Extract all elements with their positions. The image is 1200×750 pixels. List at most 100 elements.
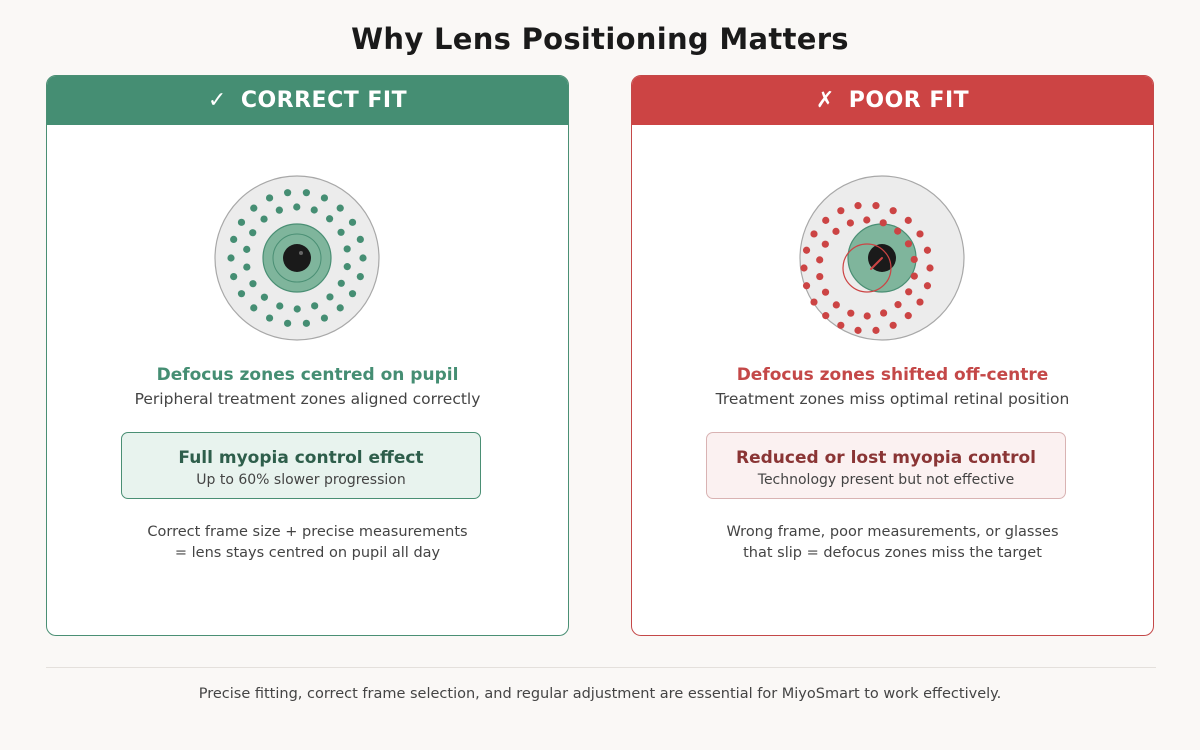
defocus-dot-rings: [227, 189, 367, 327]
defocus-dot: [800, 264, 808, 272]
poor-result-title: Reduced or lost myopia control: [736, 448, 1036, 468]
centred-lens-eye-diagram: [214, 175, 380, 341]
poor-note-line: that slip = defocus zones miss the targe…: [743, 545, 1042, 561]
defocus-dot: [230, 272, 238, 281]
defocus-dot: [837, 207, 845, 215]
defocus-dot: [356, 272, 364, 281]
correct-zone-subtitle: Peripheral treatment zones aligned corre…: [134, 390, 481, 408]
defocus-dot: [275, 206, 283, 214]
defocus-dot: [802, 246, 811, 254]
correct-note-line: Correct frame size + precise measurement…: [147, 524, 468, 540]
defocus-dot: [260, 215, 268, 223]
defocus-dot: [916, 298, 924, 306]
defocus-dot: [810, 298, 818, 306]
poor-note: Wrong frame, poor measurements, or glass…: [632, 522, 1153, 564]
defocus-dot: [348, 290, 357, 298]
poor-result-subtitle: Technology present but not effective: [757, 472, 1015, 488]
defocus-dot: [889, 321, 897, 329]
defocus-dot: [284, 189, 292, 197]
defocus-dot: [923, 246, 932, 254]
correct-fit-panel: ✓ CORRECT FIT Defocus zones centred on pu…: [46, 75, 569, 636]
defocus-dot: [302, 189, 310, 197]
defocus-dot: [926, 264, 934, 272]
cross-icon: ✗: [815, 88, 835, 113]
defocus-dot: [923, 282, 932, 290]
defocus-dot: [904, 312, 912, 320]
poor-fit-panel: ✗ POOR FIT Defocus zones shifted off-cent…: [631, 75, 1154, 636]
defocus-dot: [879, 219, 887, 227]
defocus-dot: [243, 245, 251, 253]
pupil: [283, 244, 311, 272]
defocus-dot: [293, 203, 301, 211]
correct-zone-title: Defocus zones centred on pupil: [156, 365, 459, 385]
footer-note: Precise fitting, correct frame selection…: [198, 686, 1002, 702]
shifted-clear-zone-ring: [842, 243, 892, 293]
page-title: Why Lens Positioning Matters: [351, 22, 849, 56]
defocus-dot: [310, 206, 318, 214]
correct-result-subtitle: Up to 60% slower progression: [196, 472, 406, 488]
defocus-dot: [863, 216, 871, 224]
defocus-dot: [837, 321, 845, 329]
defocus-dot: [265, 194, 274, 202]
defocus-dot: [816, 256, 824, 264]
defocus-dot: [832, 301, 840, 309]
defocus-dot: [337, 279, 345, 287]
correct-result-title: Full myopia control effect: [178, 448, 424, 468]
shifted-defocus-dot-rings: [800, 202, 934, 334]
defocus-dot: [230, 235, 238, 244]
poor-note-line: Wrong frame, poor measurements, or glass…: [726, 524, 1059, 540]
correct-fit-header-label: CORRECT FIT: [240, 88, 408, 113]
defocus-dot: [320, 314, 329, 322]
defocus-dot: [816, 272, 824, 281]
poor-result-box: Reduced or lost myopia control Technolog…: [706, 432, 1066, 499]
poor-fit-header: ✗ POOR FIT: [632, 76, 1153, 125]
defocus-dot: [284, 319, 292, 327]
defocus-dot: [822, 312, 830, 320]
defocus-dot: [904, 216, 912, 224]
defocus-dot: [905, 288, 913, 296]
poor-zone-subtitle: Treatment zones miss optimal retinal pos…: [715, 390, 1070, 408]
defocus-dot: [872, 326, 880, 334]
defocus-dot: [821, 288, 830, 296]
defocus-dot: [854, 326, 862, 334]
defocus-dot: [336, 204, 344, 212]
defocus-dot: [916, 230, 924, 238]
defocus-dot: [880, 309, 888, 317]
defocus-dot: [249, 229, 257, 237]
defocus-dot: [821, 240, 829, 248]
defocus-dot: [250, 304, 258, 312]
defocus-dot: [343, 245, 351, 253]
defocus-dot: [227, 254, 235, 262]
defocus-dot: [910, 272, 918, 280]
defocus-dot: [894, 301, 902, 309]
defocus-dot: [337, 228, 345, 236]
defocus-dot: [260, 293, 268, 301]
defocus-dot: [904, 240, 913, 248]
poor-fit-header-label: POOR FIT: [848, 88, 970, 113]
clear-zone-ring: [272, 233, 322, 283]
defocus-dot: [326, 215, 334, 223]
correct-note: Correct frame size + precise measurement…: [47, 522, 568, 564]
defocus-dot: [311, 302, 319, 310]
shifted-lens-eye-diagram: [799, 175, 965, 341]
defocus-dot: [863, 312, 871, 320]
check-icon: ✓: [207, 88, 227, 113]
footer-divider: [46, 667, 1156, 668]
defocus-dot: [889, 207, 897, 215]
defocus-dot: [910, 255, 918, 264]
defocus-dot: [846, 219, 854, 227]
offset-arrow: [870, 257, 883, 270]
defocus-dot: [810, 230, 818, 238]
defocus-dot: [276, 302, 284, 310]
defocus-dot: [847, 309, 855, 317]
defocus-dot: [243, 263, 251, 271]
defocus-dot: [822, 216, 830, 224]
defocus-dot: [359, 254, 367, 262]
defocus-dot: [293, 305, 301, 313]
defocus-dot: [326, 293, 334, 301]
defocus-dot: [265, 314, 274, 322]
defocus-dot: [237, 218, 246, 226]
poor-zone-title: Defocus zones shifted off-centre: [736, 365, 1049, 385]
correct-fit-header: ✓ CORRECT FIT: [47, 76, 568, 125]
correct-result-box: Full myopia control effect Up to 60% slo…: [121, 432, 481, 499]
